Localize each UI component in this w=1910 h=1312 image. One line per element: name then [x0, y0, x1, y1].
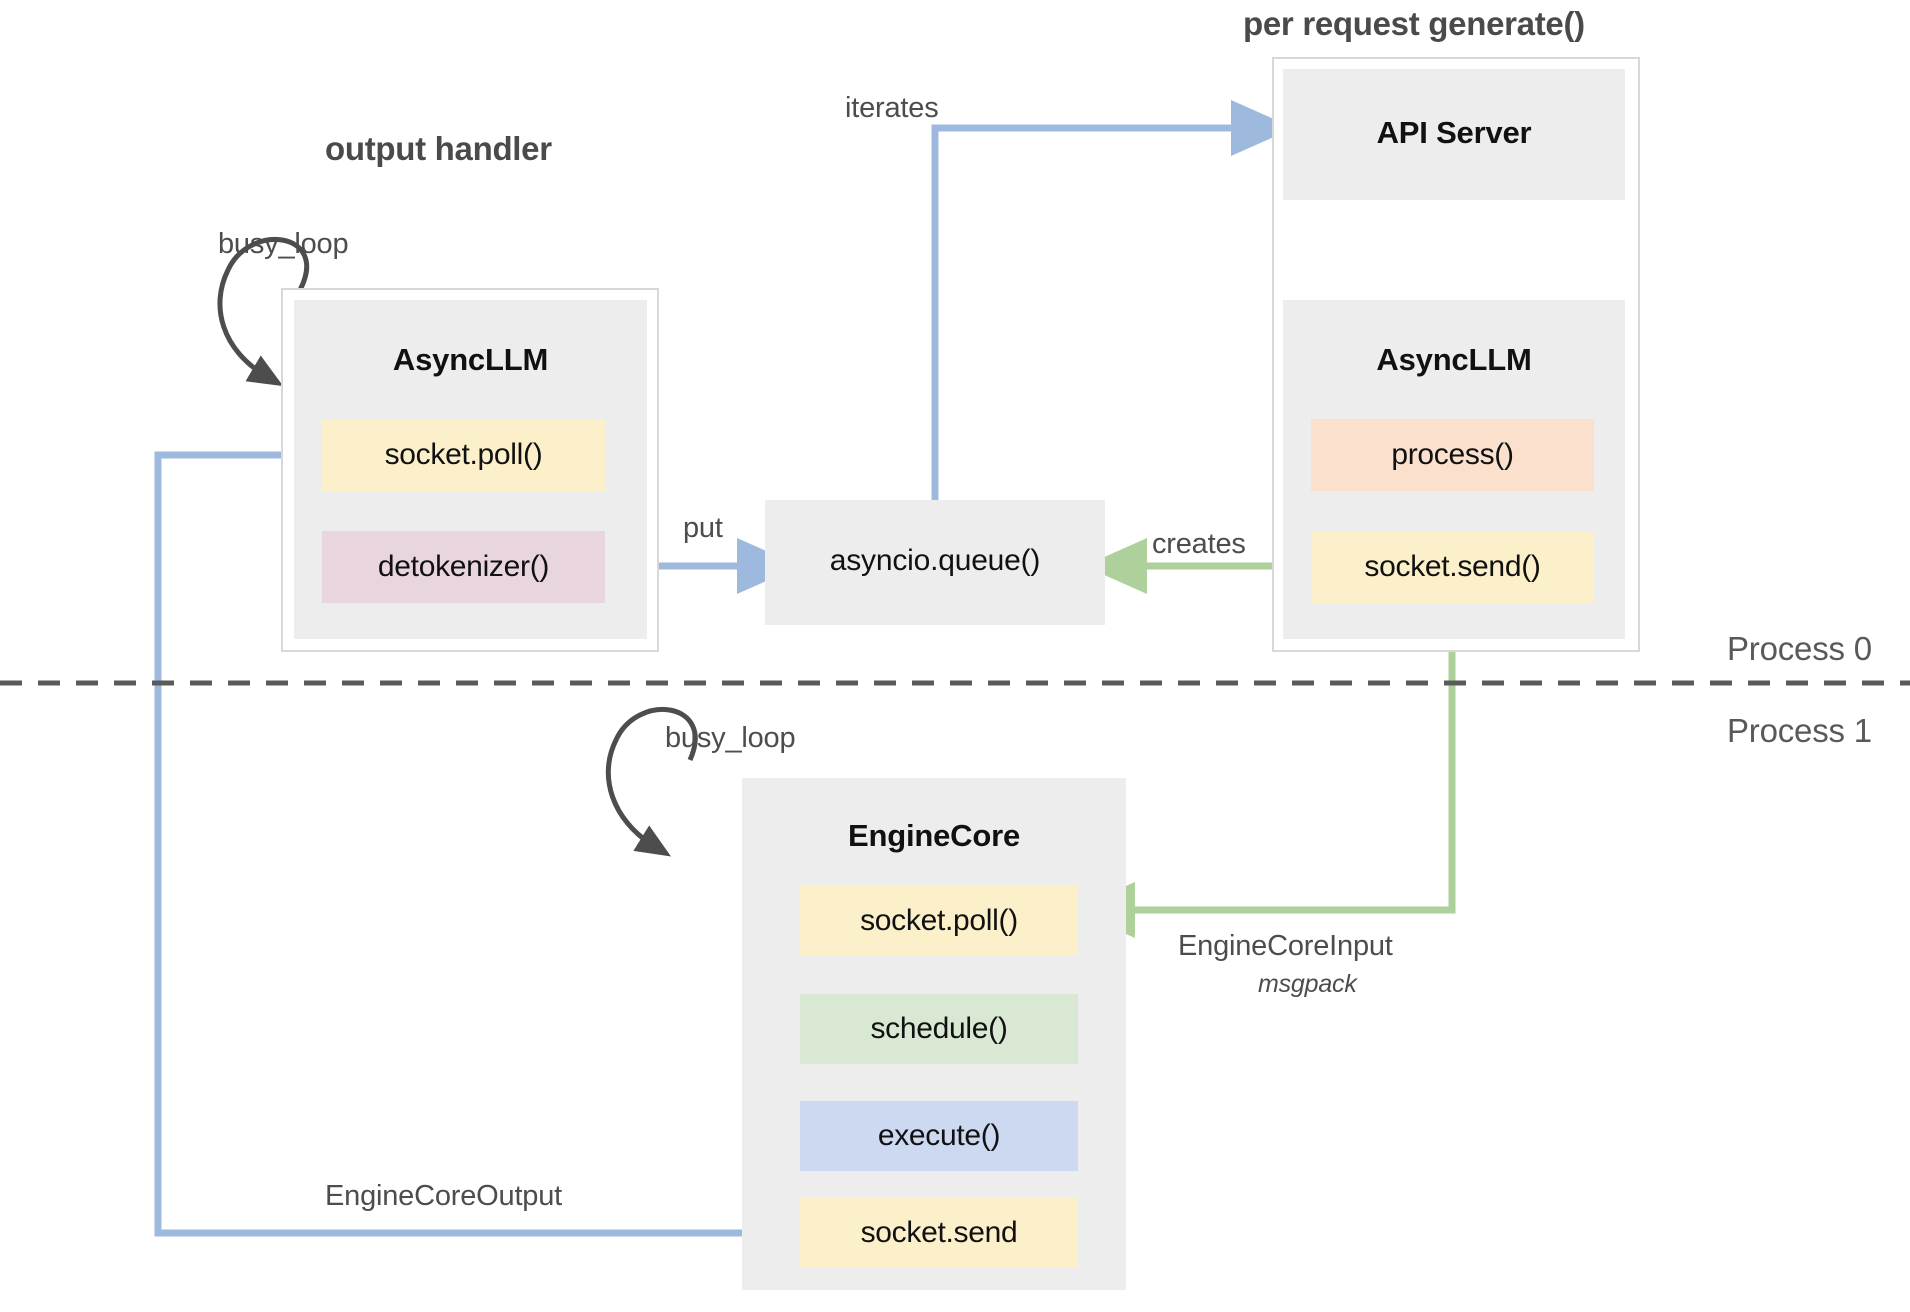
process-0-label: Process 0	[1727, 630, 1872, 667]
api-server-node[interactable]: API Server	[1283, 69, 1625, 200]
busy-loop-label-output-handler: busy_loop	[218, 228, 349, 260]
slot-label: socket.poll()	[384, 438, 543, 471]
process-1-label: Process 1	[1727, 712, 1872, 749]
slot-label: process()	[1391, 438, 1514, 471]
slot-label: execute()	[877, 1119, 1001, 1152]
slot-label: socket.poll()	[860, 904, 1018, 937]
engine-core-input-sublabel: msgpack	[1258, 970, 1357, 998]
engine-core-input-label: EngineCoreInput	[1178, 930, 1393, 962]
slot-label: schedule()	[870, 1012, 1008, 1045]
async-llm-title-per-request: AsyncLLM	[1376, 342, 1532, 377]
engine-core-output-label: EngineCoreOutput	[325, 1180, 563, 1212]
slot-label: socket.send()	[1364, 550, 1541, 583]
slot-socket-poll-engine-core[interactable]: socket.poll()	[800, 886, 1078, 956]
per-request-title: per request generate()	[1243, 5, 1585, 42]
async-llm-title-output-handler: AsyncLLM	[392, 342, 549, 377]
slot-detokenizer[interactable]: detokenizer()	[322, 531, 605, 603]
put-label: put	[683, 512, 723, 544]
iterates-arrow	[931, 100, 1294, 500]
api-server-title: API Server	[1376, 115, 1532, 150]
slot-label: detokenizer()	[377, 550, 550, 583]
slot-socket-send-per-request[interactable]: socket.send()	[1311, 531, 1594, 603]
asyncio-queue-label: asyncio.queue()	[829, 544, 1041, 577]
slot-socket-send-engine-core[interactable]: socket.send	[800, 1198, 1078, 1268]
iterates-label: iterates	[845, 92, 939, 124]
engine-core-title: EngineCore	[848, 818, 1020, 853]
slot-label: socket.send	[860, 1216, 1018, 1249]
slot-socket-poll-output-handler[interactable]: socket.poll()	[322, 419, 605, 491]
slot-schedule[interactable]: schedule()	[800, 994, 1078, 1064]
slot-process[interactable]: process()	[1311, 419, 1594, 491]
asyncio-queue-node[interactable]: asyncio.queue()	[765, 500, 1105, 625]
creates-label: creates	[1152, 528, 1246, 560]
busy-loop-label-engine-core: busy_loop	[665, 722, 796, 754]
output-handler-title: output handler	[325, 130, 552, 167]
slot-execute[interactable]: execute()	[800, 1101, 1078, 1171]
